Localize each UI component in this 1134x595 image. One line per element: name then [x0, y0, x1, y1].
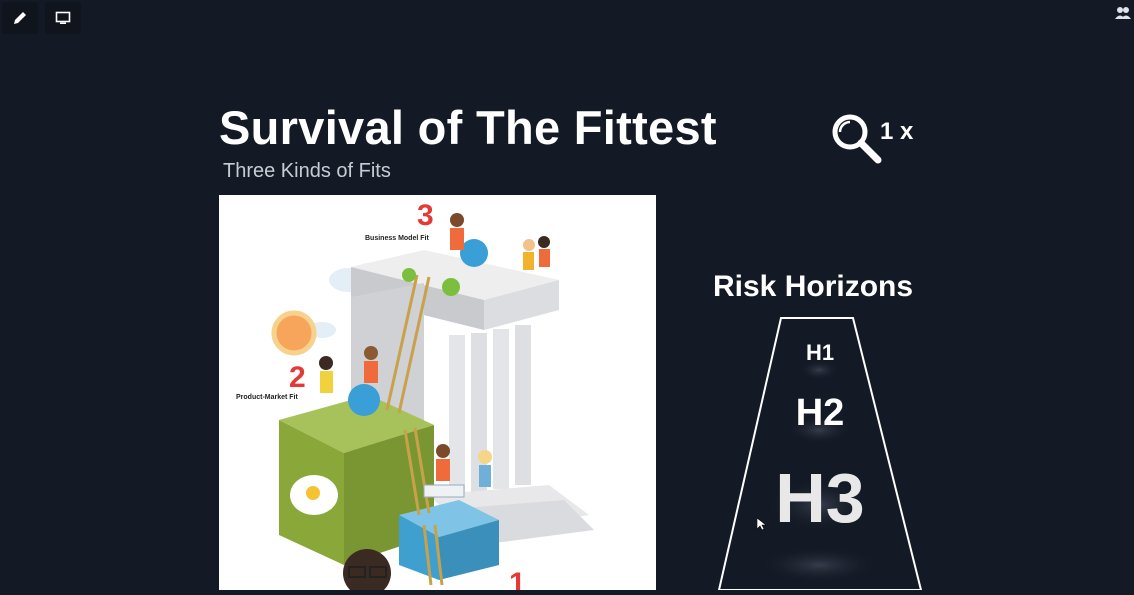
person-head — [478, 450, 492, 464]
three-fits-illustration: 3 Business Model Fit 2 Product-Market Fi… — [219, 195, 656, 595]
ladder — [397, 276, 431, 414]
person-head — [436, 444, 450, 458]
step-2-label: Product-Market Fit — [236, 394, 299, 401]
ladder — [433, 524, 444, 586]
slide-subtitle: Three Kinds of Fits — [223, 160, 391, 182]
pillar — [493, 329, 509, 489]
step-2-number: 2 — [289, 361, 306, 394]
person-body — [523, 252, 534, 270]
pencil-icon — [14, 12, 26, 24]
cursor-icon — [757, 518, 766, 531]
money-icon — [442, 278, 460, 296]
person-body — [320, 371, 333, 393]
person-body — [364, 361, 378, 383]
lightbulb-icon — [306, 486, 320, 500]
pillar — [449, 335, 465, 495]
horizon-h3-label: H3 — [775, 459, 865, 537]
slide-title: Survival of The Fittest — [219, 101, 717, 154]
building-roof — [351, 250, 559, 300]
illustration-art: 3 Business Model Fit 2 Product-Market Fi… — [236, 199, 594, 595]
step-3-number: 3 — [417, 199, 434, 232]
screen-share-button[interactable] — [45, 2, 81, 34]
person-head — [450, 213, 464, 227]
blue-block-right — [439, 520, 499, 580]
glow-spot — [769, 479, 869, 531]
blueprint-table — [423, 484, 465, 498]
glasses-icon — [348, 566, 366, 578]
step-3-label: Business Model Fit — [365, 235, 429, 242]
person-body — [450, 228, 464, 250]
gear-icon — [348, 384, 380, 416]
building-cornice-side — [484, 280, 559, 330]
risk-horizons-title: Risk Horizons — [713, 270, 914, 303]
money-icon — [402, 268, 416, 282]
horizon-h1-label: H1 — [805, 340, 835, 365]
person-body — [436, 459, 450, 481]
gear-icon — [460, 239, 488, 267]
person-head — [343, 549, 391, 595]
zoom-level-label: 1 x — [880, 118, 914, 145]
ladder — [403, 429, 421, 516]
glow-spot — [787, 416, 851, 444]
horizon-h2-label: H2 — [795, 392, 845, 434]
person-head — [538, 236, 550, 248]
ladder — [413, 427, 431, 514]
person-head — [364, 346, 378, 360]
sun-icon — [271, 310, 317, 356]
pen-tool-button[interactable] — [2, 2, 38, 34]
monitor-icon — [55, 11, 71, 24]
glow-spot — [759, 547, 879, 583]
glasses-icon — [369, 566, 387, 578]
people-icon[interactable] — [1114, 4, 1132, 22]
green-block-top — [279, 395, 434, 453]
pillar — [515, 325, 531, 485]
risk-funnel — [717, 317, 923, 590]
person-body — [539, 249, 550, 267]
step-1-number: 1 — [509, 567, 526, 590]
magnifier-icon — [832, 114, 882, 164]
funnel-outline — [717, 317, 923, 590]
person-head — [319, 356, 333, 370]
ladder — [385, 274, 419, 411]
ladder — [422, 524, 433, 586]
person-body — [479, 465, 491, 487]
person-head — [523, 239, 535, 251]
glow-spot — [799, 360, 839, 380]
